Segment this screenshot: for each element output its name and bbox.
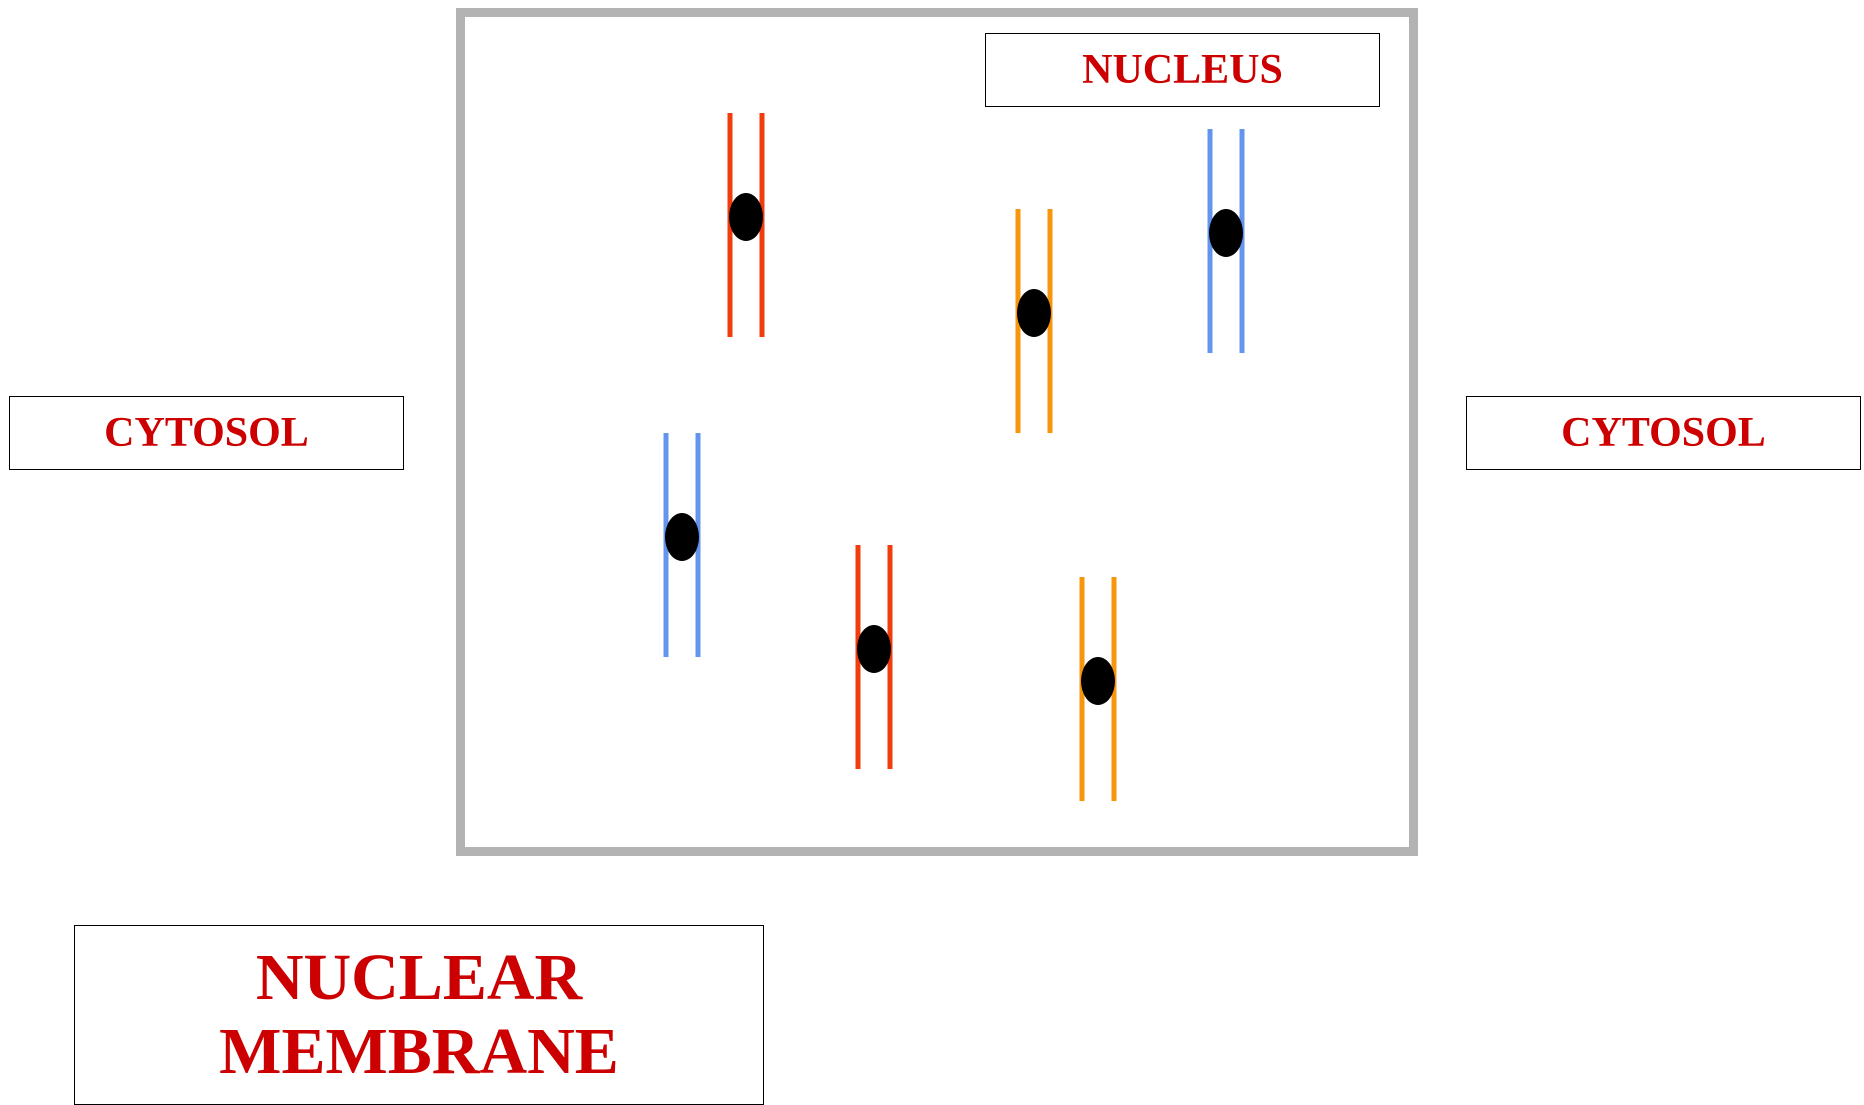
nuclear-membrane-label-box: NUCLEAR MEMBRANE <box>74 925 764 1105</box>
cytosol-left-label-box: CYTOSOL <box>9 396 404 470</box>
nucleus-label: NUCLEUS <box>1082 47 1283 93</box>
nuclear-membrane-label-line1: NUCLEAR <box>255 941 583 1015</box>
nuclear-membrane-boundary <box>456 8 1418 856</box>
cytosol-right-label: CYTOSOL <box>1561 410 1766 456</box>
cytosol-right-label-box: CYTOSOL <box>1466 396 1861 470</box>
cytosol-left-label: CYTOSOL <box>104 410 309 456</box>
nucleus-label-box: NUCLEUS <box>985 33 1380 107</box>
nuclear-membrane-label-line2: MEMBRANE <box>219 1015 619 1088</box>
